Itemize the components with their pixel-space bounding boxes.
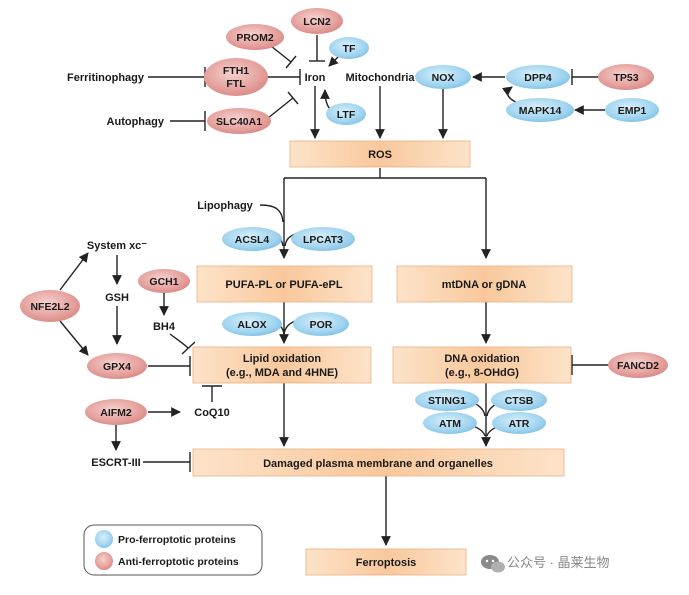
atr-label: ATR [509,418,530,430]
por-label: POR [310,319,333,331]
nox-node [415,65,471,89]
legend-anti-label: Anti-ferroptotic proteins [118,556,239,568]
ltf-label: LTF [337,109,356,121]
atm-node [423,412,477,434]
mapk14-label: MAPK14 [519,105,562,117]
legend-anti-swatch [95,552,113,570]
emp1-label: EMP1 [618,105,647,117]
fancd2-label: FANCD2 [617,360,659,372]
iron-label: Iron [305,72,326,84]
autophagy-label: Autophagy [107,116,165,128]
pufa-label: PUFA-PL or PUFA-ePL [225,279,342,291]
ftl-label: FTL [226,78,246,90]
mapk14-node [506,98,574,122]
connectors [59,35,612,546]
process-boxes: ROS PUFA-PL or PUFA-ePL mtDNA or gDNA Li… [192,140,573,576]
aifm2-label: AIFM2 [100,407,132,419]
lipophagy-label: Lipophagy [197,200,253,212]
wechat-icon [481,555,505,573]
lpcat3-node [291,227,355,251]
dna-oxidation-example: (e.g., 8-OHdG) [445,367,519,379]
ros-box [289,140,471,168]
tf-node [329,37,369,59]
nox-label: NOX [432,72,455,84]
tp53-node [598,64,654,90]
legend-pro-label: Pro-ferroptotic proteins [118,534,236,546]
sting1-node [415,389,479,411]
lipid-oxidation-box [192,346,372,384]
atr-node [492,412,546,434]
damaged-membrane-box [192,448,565,477]
ferroptosis-box [305,548,467,576]
por-node [293,312,349,336]
ferritinophagy-label: Ferritinophagy [67,72,145,84]
coq10-label: CoQ10 [194,407,229,419]
lpcat3-label: LPCAT3 [303,234,343,246]
pufa-box [196,265,373,303]
nfe2l2-label: NFE2L2 [30,301,69,313]
ctsb-node [491,389,547,411]
fth1-ftl-node [204,58,268,96]
acsl4-node [222,227,282,251]
legend-pro-swatch [95,530,113,548]
slc40a1-node [207,108,271,134]
alox-node [222,312,282,336]
mtdna-label: mtDNA or gDNA [442,279,527,291]
acsl4-label: ACSL4 [235,234,270,246]
ferroptosis-label: Ferroptosis [356,557,417,569]
gsh-label: GSH [105,292,129,304]
protein-nodes: LCN2 PROM2 FTH1 FTL SLC40A1 TP53 GCH1 NF… [20,8,668,434]
text-labels: Iron Mitochondria Ferritinophagy Autopha… [67,72,415,469]
damaged-membrane-label: Damaged plasma membrane and organelles [263,458,493,470]
ctsb-label: CTSB [505,395,534,407]
atm-label: ATM [439,418,461,430]
mitochondria-label: Mitochondria [345,72,415,84]
alox-label: ALOX [237,319,266,331]
sting1-label: STING1 [428,395,466,407]
tp53-label: TP53 [613,72,638,84]
legend: Pro-ferroptotic proteins Anti-ferroptoti… [83,524,263,576]
gpx4-label: GPX4 [103,361,131,373]
legend-frame [83,524,263,576]
fancd2-node [608,352,668,378]
slc40a1-label: SLC40A1 [216,116,262,128]
escrt-iii-label: ESCRT-III [91,457,141,469]
ltf-node [326,103,366,125]
fth1-label: FTH1 [223,65,249,77]
bh4-label: BH4 [153,321,176,333]
tf-label: TF [343,43,356,55]
gch1-label: GCH1 [149,276,178,288]
system-xc-label: System xc⁻ [87,240,147,252]
dna-oxidation-label: DNA oxidation [444,353,520,365]
lcn2-label: LCN2 [303,16,331,28]
watermark: 公众号 · 晶莱生物 [481,555,610,573]
ros-label: ROS [368,149,392,161]
gch1-node [138,269,190,293]
dpp4-node [506,65,570,89]
prom2-node [226,24,284,50]
nfe2l2-node [20,290,80,322]
watermark-text: 公众号 · 晶莱生物 [507,555,610,570]
dpp4-label: DPP4 [524,72,552,84]
lcn2-node [291,8,343,34]
dna-oxidation-box [392,346,572,384]
lipid-oxidation-example: (e.g., MDA and 4HNE) [226,367,338,379]
lipid-oxidation-label: Lipid oxidation [243,353,321,365]
aifm2-node [85,399,147,425]
prom2-label: PROM2 [236,32,274,44]
emp1-node [605,98,659,122]
gpx4-node [87,353,147,379]
mtdna-box [396,265,573,303]
